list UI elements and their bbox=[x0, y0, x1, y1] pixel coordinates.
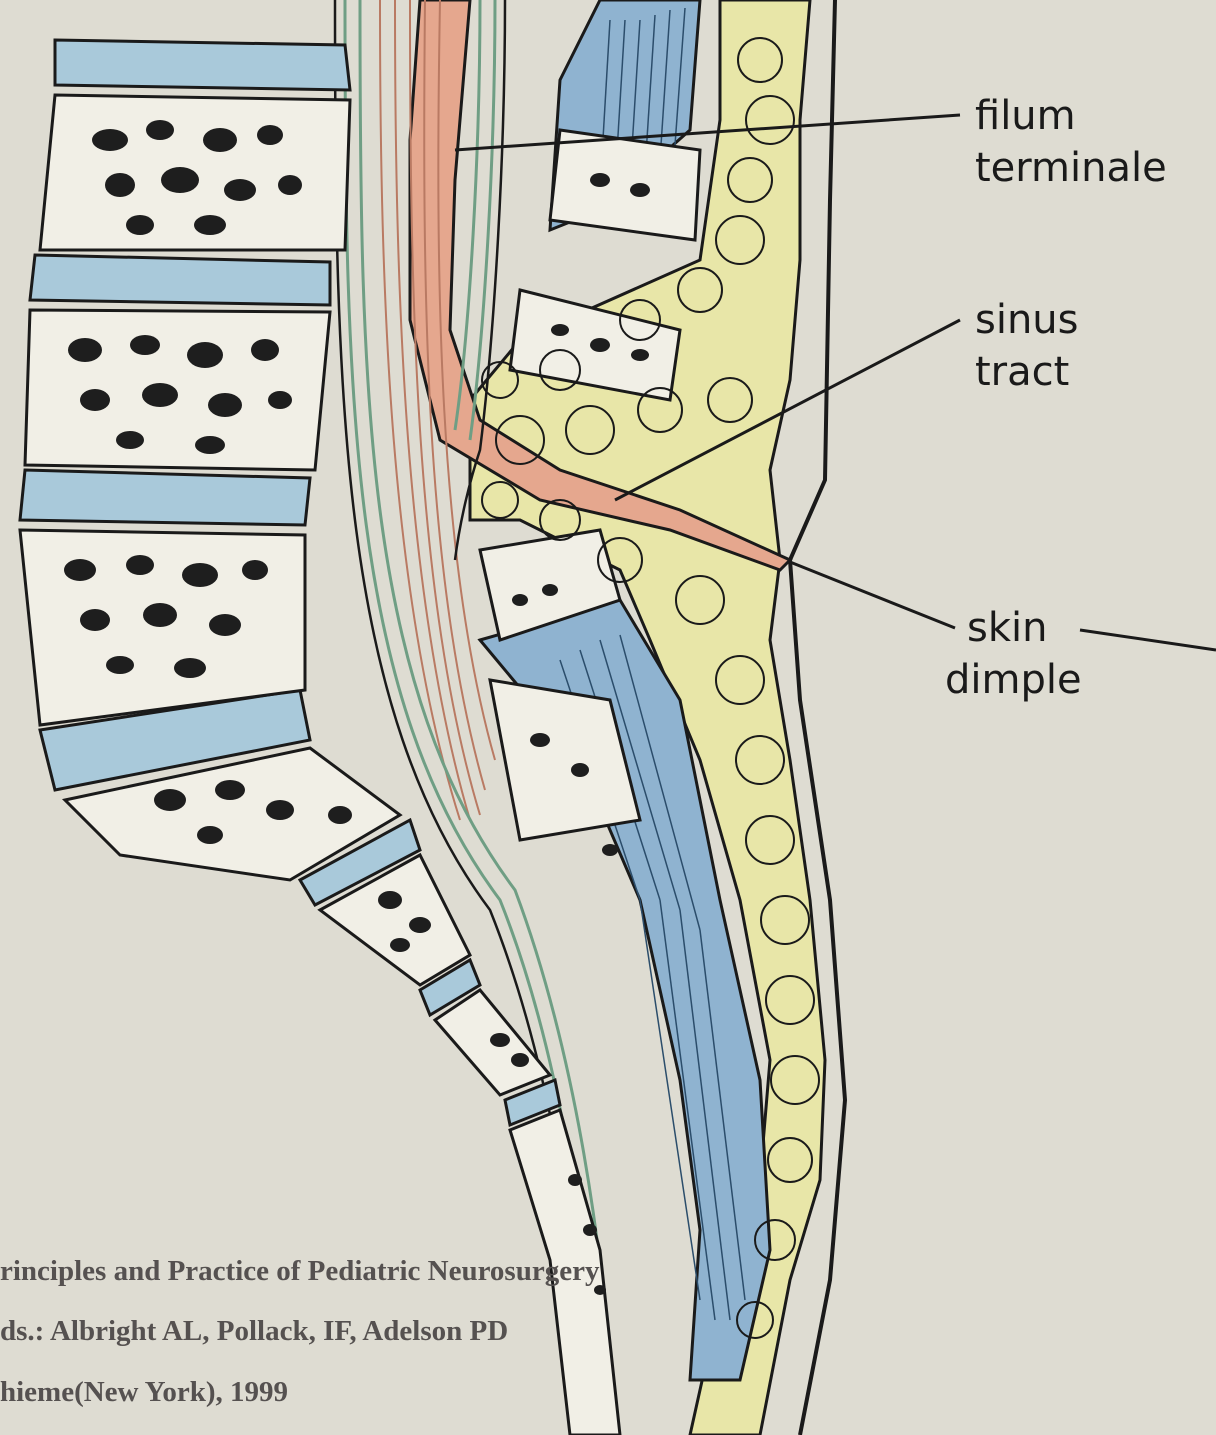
skin-label-line1: skin bbox=[945, 602, 1082, 654]
sinus-label-line2: tract bbox=[975, 346, 1079, 398]
citation-line-2: ds.: Albright AL, Pollack, IF, Adelson P… bbox=[0, 1315, 508, 1348]
filum-label-line1: filum bbox=[975, 90, 1167, 142]
disc-2 bbox=[30, 255, 330, 305]
vertebral-body-2 bbox=[25, 310, 330, 470]
vertebral-body-3 bbox=[20, 530, 305, 725]
disc-3 bbox=[20, 470, 310, 525]
sinus-tract-label: sinus tract bbox=[975, 294, 1079, 398]
filum-terminale-label: filum terminale bbox=[975, 90, 1167, 194]
citation-line-1: rinciples and Practice of Pediatric Neur… bbox=[0, 1255, 599, 1288]
skin-dimple-label: skin dimple bbox=[945, 602, 1082, 706]
citation-line-3: hieme(New York), 1999 bbox=[0, 1376, 288, 1409]
skin-label-line2: dimple bbox=[945, 654, 1082, 706]
filum-label-line2: terminale bbox=[975, 142, 1167, 194]
disc-1 bbox=[55, 40, 350, 90]
sinus-label-line1: sinus bbox=[975, 294, 1079, 346]
